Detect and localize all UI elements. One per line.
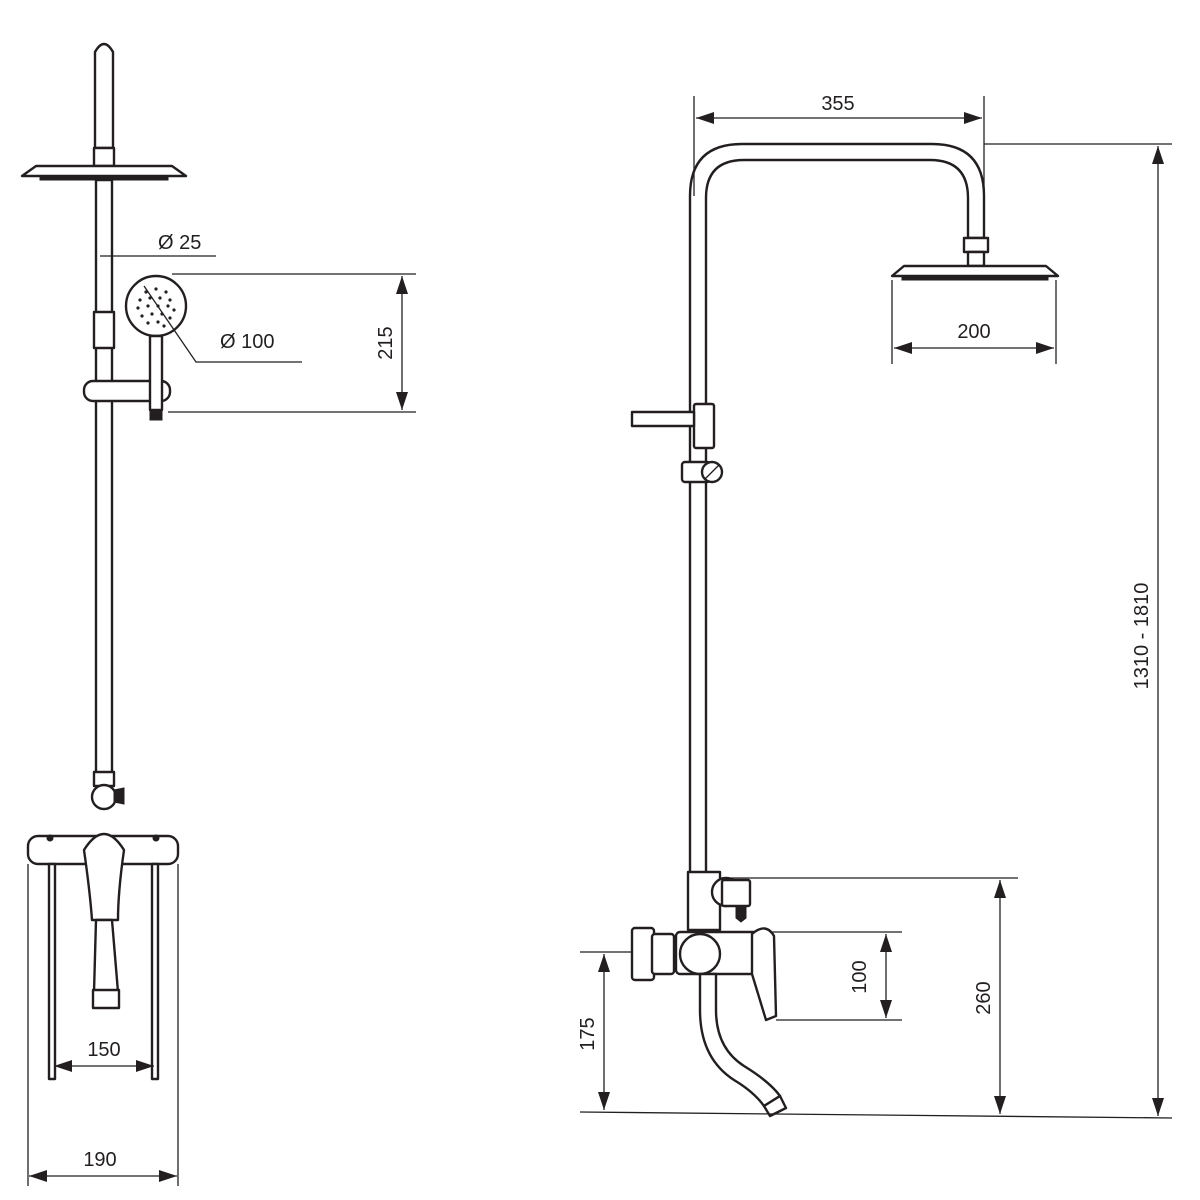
- front-rod-joint: [92, 310, 116, 350]
- mixer-inner-width-arrow-left: [54, 1060, 72, 1072]
- diverter-height-label: 260: [973, 981, 995, 1014]
- handle-height-arrow-bottom: [880, 1000, 892, 1018]
- spout-height-arrow-top: [598, 954, 610, 972]
- front-mixer-dot-right: [152, 834, 160, 842]
- head-width-label: 200: [957, 321, 990, 343]
- mixer-inner-width-label: 150: [87, 1039, 120, 1061]
- front-spout: [92, 918, 120, 994]
- hand-shower-height-arrow-top: [396, 276, 408, 294]
- side-mixer-lever: [750, 927, 778, 1022]
- side-diverter-knob: [720, 878, 752, 908]
- mixer-outer-width-arrow-left: [29, 1170, 47, 1182]
- rod-diameter-label: Ø 25: [158, 232, 201, 254]
- arm-reach-arrow-left: [696, 112, 714, 124]
- front-diverter-lever: [113, 787, 125, 805]
- side-wall-nut: [650, 932, 676, 976]
- total-height-arrow-top: [1152, 146, 1164, 164]
- arm-reach-arrow-right: [964, 112, 982, 124]
- front-wall-leg-right: [150, 862, 160, 1081]
- front-view: Ø 25 Ø 100 215 150 190: [20, 42, 416, 1186]
- arm-reach-label: 355: [821, 93, 854, 115]
- side-mixer-knob: [678, 932, 722, 976]
- side-floor-line: [579, 1111, 1173, 1119]
- side-bracket-screw-slot: [704, 464, 720, 480]
- total-height-label: 1310 - 1810: [1131, 583, 1153, 690]
- spout-height-label: 175: [577, 1017, 599, 1050]
- front-hand-shower-head: [124, 274, 188, 338]
- side-view: 355 200 1310 - 1810 100 260 175: [577, 93, 1173, 1119]
- side-slider-collar: [692, 402, 716, 450]
- head-width-arrow-left: [894, 342, 912, 354]
- total-height-arrow-bottom: [1152, 1098, 1164, 1116]
- front-diverter-knob: [90, 783, 118, 811]
- front-mixer-dot-left: [46, 834, 54, 842]
- mixer-outer-width-label: 190: [83, 1149, 116, 1171]
- side-rain-shower-nozzles: [901, 275, 1049, 281]
- side-riser-arm: [688, 142, 986, 882]
- front-spout-tip: [91, 988, 121, 1010]
- hand-shower-height-label: 215: [375, 326, 397, 359]
- side-wall-eccentric: [630, 926, 656, 982]
- side-head-neck: [966, 250, 986, 268]
- front-main-rod: [94, 178, 114, 782]
- spout-height-arrow-bottom: [598, 1092, 610, 1110]
- mixer-outer-width-arrow-right: [159, 1170, 177, 1182]
- hand-shower-diameter-leader: [143, 285, 302, 363]
- side-slider-arm: [630, 410, 696, 428]
- front-wall-leg-left: [47, 862, 57, 1081]
- handle-height-label: 100: [849, 960, 871, 993]
- hand-shower-diameter-label: Ø 100: [220, 331, 274, 353]
- head-width-arrow-right: [1036, 342, 1054, 354]
- diverter-height-arrow-top: [994, 880, 1006, 898]
- mixer-inner-width-arrow-right: [136, 1060, 154, 1072]
- front-slider-bracket: [82, 379, 172, 403]
- front-top-rod: [93, 42, 115, 150]
- side-diverter-pin: [735, 905, 747, 923]
- front-head-connector: [92, 146, 116, 168]
- side-head-connector: [962, 236, 990, 254]
- hand-shower-height-arrow-bottom: [396, 392, 408, 410]
- front-hand-shower-handle: [148, 334, 164, 412]
- side-spout-tip: [762, 1094, 788, 1118]
- front-mixer-lever: [82, 832, 126, 922]
- side-rain-shower-head: [890, 264, 1060, 278]
- diverter-height-arrow-bottom: [994, 1096, 1006, 1114]
- front-hand-shower-nut: [149, 409, 163, 421]
- handle-height-arrow-top: [880, 934, 892, 952]
- front-rain-shower-head: [20, 164, 188, 178]
